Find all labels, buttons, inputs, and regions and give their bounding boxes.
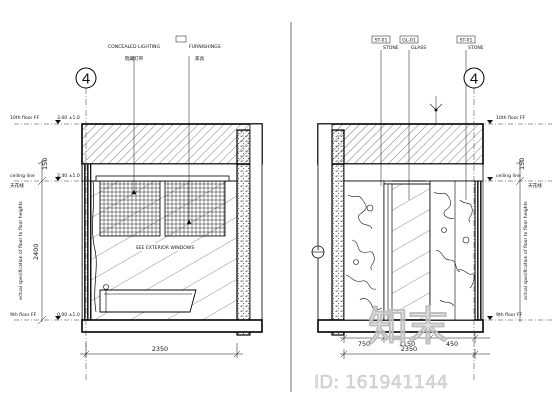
- right-level-name-1: 10th floor FF: [496, 115, 526, 121]
- left-level-name-1: 10th floor FF: [10, 115, 40, 121]
- left-level-name-2: ceiling line: [10, 173, 35, 179]
- left-level-elev-1: 3.00 ±1.0: [57, 115, 80, 121]
- left-top-label-1: CONCEALED LIGHTING: [108, 44, 160, 50]
- right-dim-150: 150: [518, 158, 526, 170]
- right-stone-panel-left: [343, 180, 385, 321]
- left-level-elev-2: 2.40 ±1.0: [57, 173, 80, 179]
- right-level-name-3: 9th floor FF: [496, 312, 523, 318]
- left-level-markers: 10th floor FF 3.00 ±1.0 ceiling line 天花线…: [10, 115, 80, 320]
- left-structural-column: [236, 129, 251, 336]
- left-grid-bubble: [75, 67, 97, 89]
- left-blind-1: [99, 180, 161, 237]
- right-top-code-2: GL-01: [402, 38, 416, 44]
- left-side-note: actual specification of floor to floor h…: [18, 201, 24, 300]
- right-structural-column: [331, 129, 345, 336]
- right-dim-2: 1150: [399, 340, 415, 348]
- right-top-code-3: ST-01: [460, 38, 473, 44]
- right-elevation: 10th floor FF ceiling line 天花线 9th floor…: [311, 35, 552, 380]
- right-section-number: 4: [317, 246, 320, 252]
- left-dim-width: 2350: [152, 345, 168, 353]
- left-dim-150: 150: [41, 158, 49, 170]
- right-dim-3: 450: [446, 340, 458, 348]
- left-top-label-2: FURNISHINGS: [189, 44, 221, 50]
- left-elevation: 10th floor FF 3.00 ±1.0 ceiling line 天花线…: [10, 35, 263, 380]
- left-window-label: SEE EXTERIOR WINDOWS: [136, 245, 195, 251]
- left-top-sublabel-1: 暗藏灯带: [125, 55, 144, 62]
- right-top-label-2: GLASS: [411, 45, 426, 51]
- right-grid-bubble: [463, 67, 485, 89]
- right-top-code-1: ST-01: [375, 38, 388, 44]
- left-grid-number: 4: [82, 71, 90, 88]
- left-dim-2400: 2400: [32, 244, 40, 260]
- right-side-note: actual specification of floor to floor h…: [523, 201, 529, 300]
- left-blind-2: [164, 180, 226, 237]
- left-level-sub-2: 天花线: [10, 182, 24, 189]
- left-bench: [99, 289, 197, 313]
- right-grid-number: 4: [470, 71, 478, 88]
- right-ceiling-slab: [317, 123, 484, 165]
- left-top-sublabel-2: 家具: [195, 55, 205, 62]
- watermark-logo: 知末: [368, 304, 448, 350]
- left-ceiling-slab: [81, 123, 263, 165]
- watermark-id: ID: 161941144: [314, 372, 448, 393]
- watermark: 知末 ID: 161941144: [314, 304, 449, 394]
- left-level-name-3: 9th floor FF: [10, 312, 37, 318]
- left-floor-slab: [81, 319, 263, 333]
- right-dim-width: 2350: [401, 345, 417, 353]
- right-top-label-3: STONE: [468, 45, 484, 51]
- right-level-sub-2: 天花线: [528, 182, 542, 189]
- left-level-elev-3: 0.00 ±1.0: [57, 312, 80, 318]
- right-level-name-2: ceiling line: [496, 173, 521, 179]
- right-top-label-1: STONE: [383, 45, 399, 51]
- right-dim-1: 750: [358, 340, 370, 348]
